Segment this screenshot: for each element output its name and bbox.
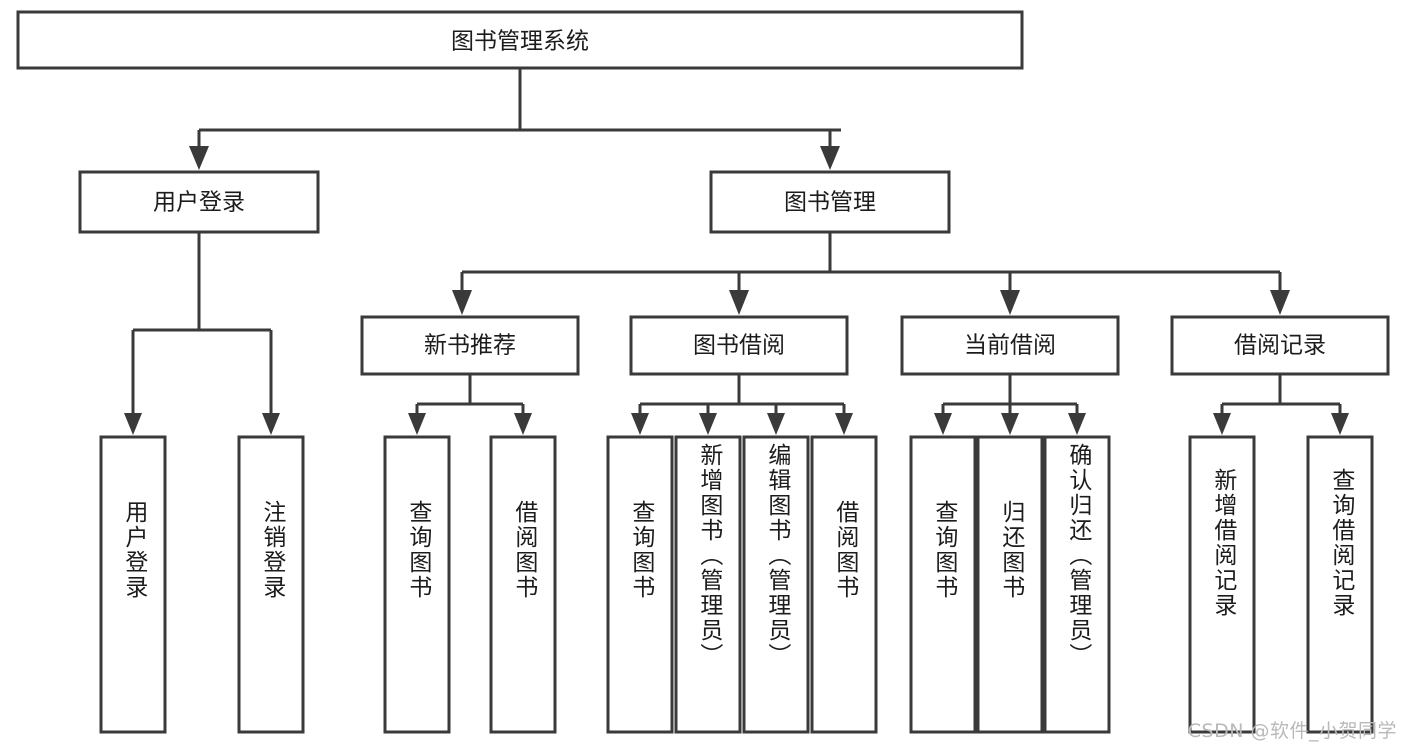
connectors-bookmgmt-to-level3 <box>452 232 1290 315</box>
connectors-records-to-leaves <box>1213 374 1349 435</box>
arrow-bookmgmt <box>820 146 840 170</box>
node-borrow[interactable]: 图书借阅 <box>629 315 849 376</box>
arrow-leaf-cur-confirm <box>1068 413 1086 435</box>
leaf-bw-edit-box[interactable] <box>742 435 810 734</box>
leaf-bw-borrow-box[interactable] <box>810 435 878 734</box>
leaf-user-logout-box[interactable] <box>237 435 305 734</box>
connectors-login-to-leaves <box>124 232 280 435</box>
node-login-label: 用户登录 <box>153 190 245 216</box>
arrow-leaf-cur-query <box>934 413 952 435</box>
leaf-nb-query-box[interactable] <box>383 435 451 734</box>
node-records-box[interactable] <box>1170 315 1390 376</box>
leaf-boxes <box>99 435 1374 734</box>
connectors-current-to-leaves <box>934 374 1086 435</box>
node-borrow-label: 图书借阅 <box>693 333 785 359</box>
node-records[interactable]: 借阅记录 <box>1170 315 1390 376</box>
leaf-nb-borrow-box[interactable] <box>489 435 557 734</box>
arrow-login <box>189 146 209 170</box>
arrow-records <box>1270 290 1290 315</box>
arrow-leaf-bw-edit <box>767 413 785 435</box>
node-current[interactable]: 当前借阅 <box>900 315 1120 376</box>
arrow-leaf-rec-query <box>1331 413 1349 435</box>
arrow-leaf-bw-borrow <box>835 413 853 435</box>
connectors-borrow-to-leaves <box>631 374 853 435</box>
connectors-root-to-level2 <box>189 68 841 170</box>
node-current-box[interactable] <box>900 315 1120 376</box>
node-records-label: 借阅记录 <box>1234 333 1326 359</box>
leaf-cur-confirm-box[interactable] <box>1043 435 1111 734</box>
node-root[interactable]: 图书管理系统 <box>16 10 1024 70</box>
arrow-leaf-nb-borrow <box>514 413 532 435</box>
arrow-leaf-user-logout <box>262 413 280 435</box>
arrow-leaf-user-login <box>124 413 142 435</box>
node-borrow-box[interactable] <box>629 315 849 376</box>
csdn-watermark: CSDN @软件_小贺同学 <box>1187 720 1397 742</box>
leaf-bw-add-box[interactable] <box>674 435 742 734</box>
node-root-label: 图书管理系统 <box>451 29 589 55</box>
leaf-cur-return-box[interactable] <box>976 435 1044 734</box>
node-root-box[interactable] <box>16 10 1024 70</box>
arrow-current <box>1000 290 1020 315</box>
node-login[interactable]: 用户登录 <box>78 170 320 234</box>
leaf-cur-query-box[interactable] <box>909 435 977 734</box>
arrow-leaf-cur-return <box>1001 413 1019 435</box>
node-current-label: 当前借阅 <box>964 333 1056 359</box>
node-bookmgmt-box[interactable] <box>709 170 951 234</box>
leaf-bw-query-box[interactable] <box>606 435 674 734</box>
arrow-leaf-bw-add <box>699 413 717 435</box>
node-bookmgmt[interactable]: 图书管理 <box>709 170 951 234</box>
arrow-leaf-bw-query <box>631 413 649 435</box>
leaf-rec-add-box[interactable] <box>1188 435 1256 734</box>
node-bookmgmt-label: 图书管理 <box>784 190 876 216</box>
arrow-newbook <box>452 290 472 315</box>
leaf-rec-query-box[interactable] <box>1306 435 1374 734</box>
leaf-user-login-box[interactable] <box>99 435 167 734</box>
node-login-box[interactable] <box>78 170 320 234</box>
node-newbook[interactable]: 新书推荐 <box>360 315 580 376</box>
arrow-borrow <box>729 290 749 315</box>
connectors-newbook-to-leaves <box>408 374 532 435</box>
node-newbook-label: 新书推荐 <box>424 333 516 359</box>
node-newbook-box[interactable] <box>360 315 580 376</box>
arrow-leaf-rec-add <box>1213 413 1231 435</box>
arrow-leaf-nb-query <box>408 413 426 435</box>
